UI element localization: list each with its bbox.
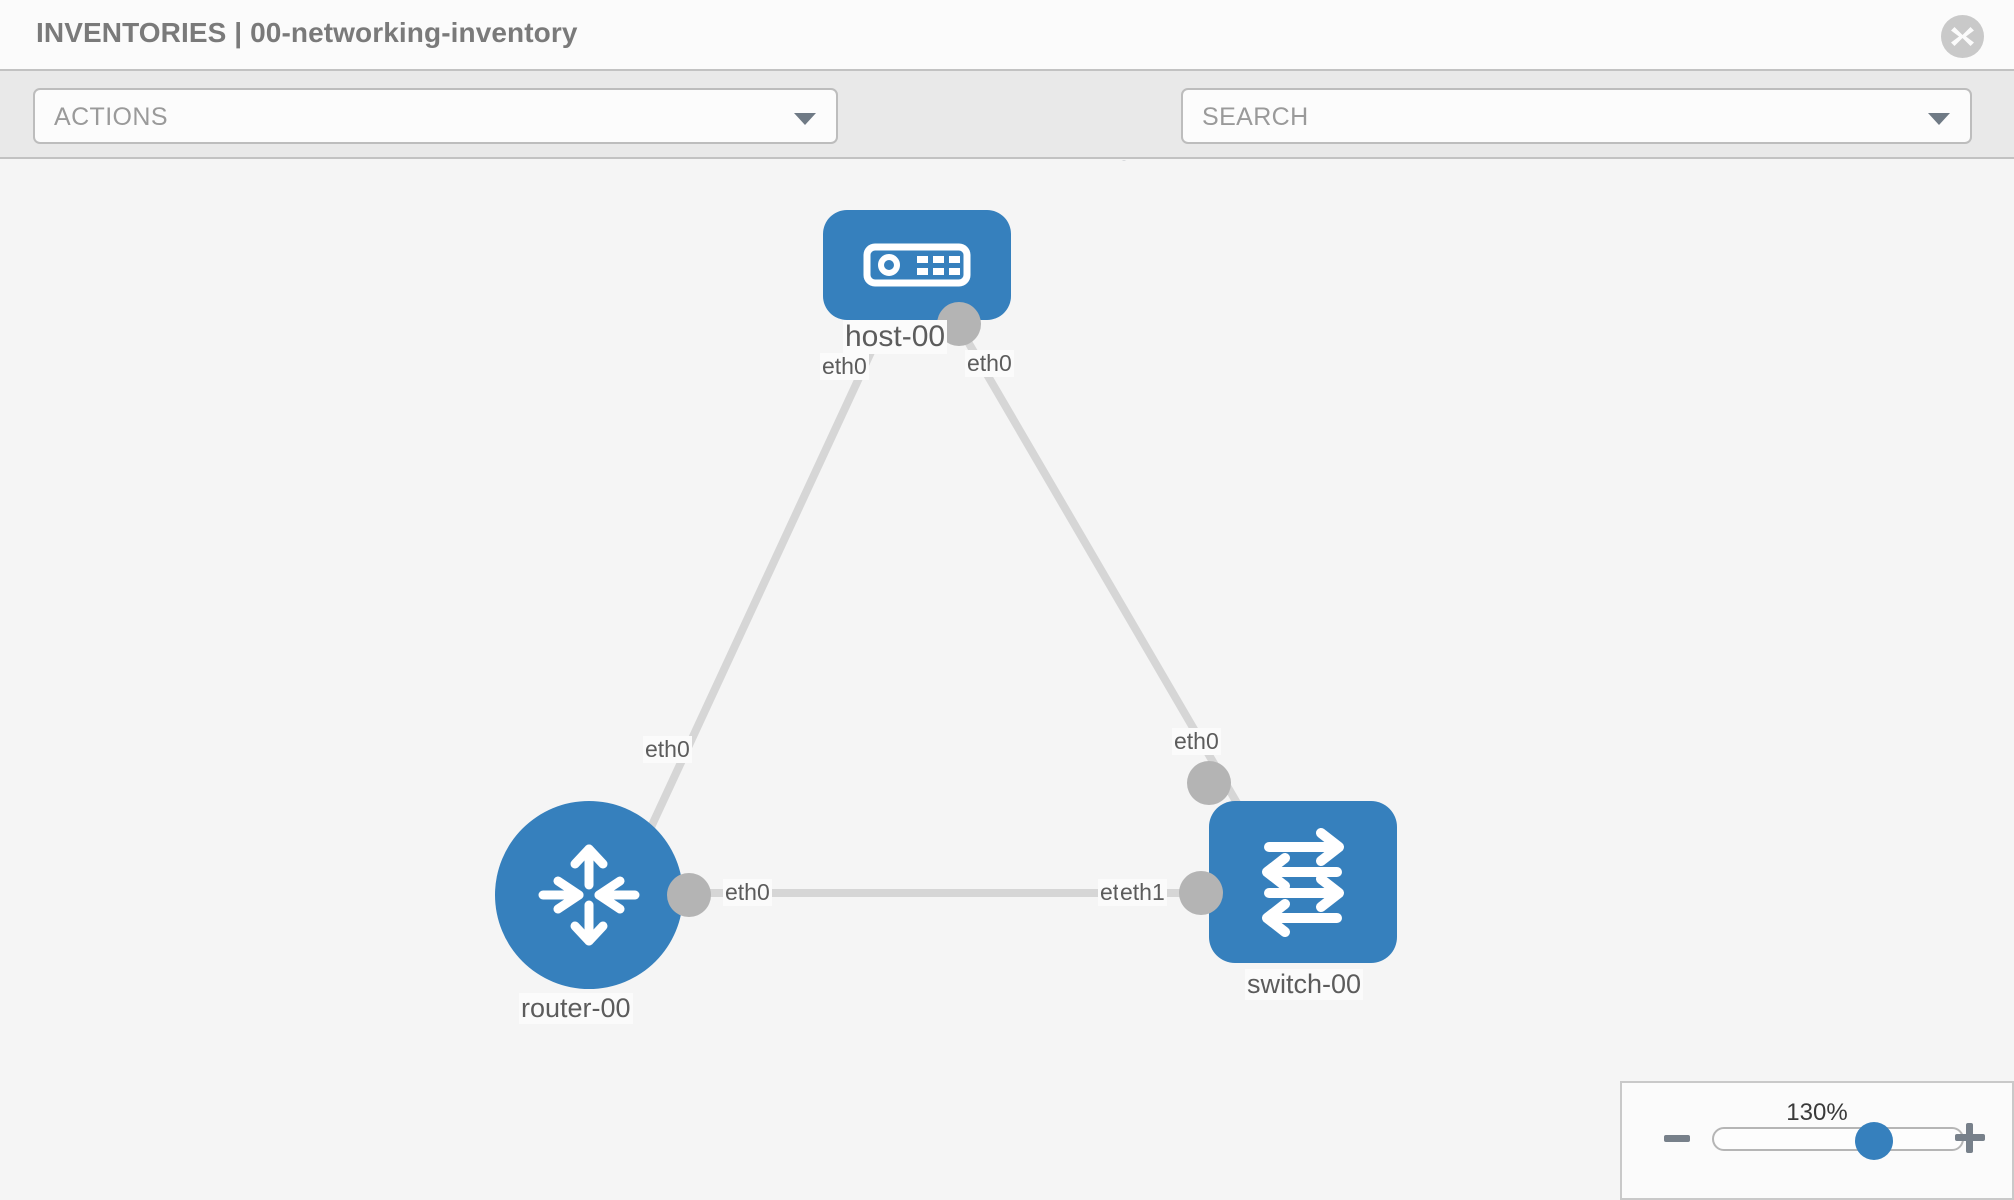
toolbar: ACTIONS SEARCH [0,69,2014,198]
node-label-host-00: host-00 [843,320,948,354]
actions-dropdown[interactable]: ACTIONS [33,88,838,144]
iface-label-switch-left-b: eth1 [1118,879,1167,906]
search-input[interactable]: SEARCH [1181,88,1972,144]
actions-placeholder: ACTIONS [54,103,168,131]
server-icon[interactable] [823,210,1011,320]
port-router-right[interactable] [667,873,711,917]
page-title: INVENTORIES | 00-networking-inventory [36,17,578,48]
zoom-slider[interactable] [1712,1122,1964,1160]
iface-label-router-right: eth0 [723,879,772,906]
iface-label-host-left: eth0 [820,353,869,380]
iface-label-host-right: eth0 [965,350,1014,377]
chevron-down-icon [794,113,816,125]
zoom-in-button[interactable] [1955,1123,1985,1153]
zoom-out-button[interactable] [1664,1135,1690,1142]
port-switch-topleft[interactable] [1187,761,1231,805]
zoom-level-label: 130% [1786,1099,1848,1126]
close-icon[interactable] [1941,15,1984,58]
zoom-control-panel: 130% [1620,1081,2014,1200]
topology-links [636,308,1262,897]
switch-arrows-icon[interactable] [1209,801,1397,963]
router-arrows-icon[interactable] [495,801,683,989]
search-placeholder: SEARCH [1202,103,1309,131]
zoom-slider-thumb[interactable] [1855,1122,1893,1160]
chevron-down-icon [1928,113,1950,125]
page-header: INVENTORIES | 00-networking-inventory [0,0,2014,69]
node-label-switch-00: switch-00 [1245,969,1364,1000]
topology-canvas[interactable]: host-00 eth0 eth0 router-00 eth0 eth0 [0,161,2014,1200]
iface-label-switch-up: eth0 [1172,728,1221,755]
iface-label-router-up: eth0 [643,736,692,763]
node-label-router-00: router-00 [519,993,633,1024]
port-switch-left[interactable] [1179,871,1223,915]
